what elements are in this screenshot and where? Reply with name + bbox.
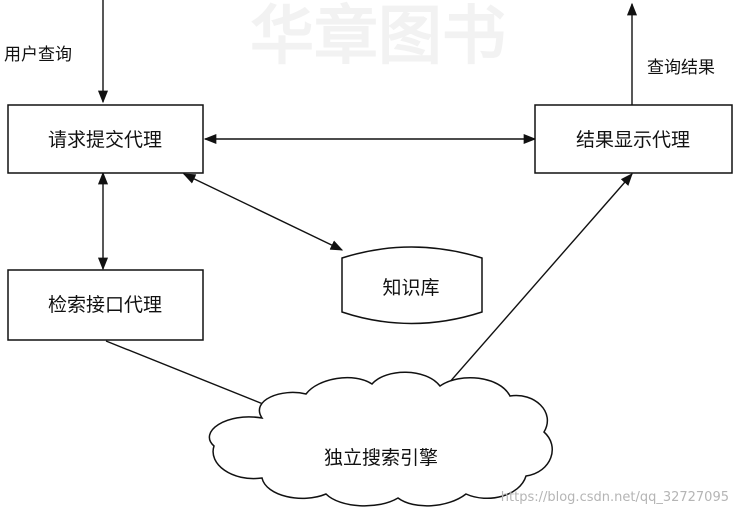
node-search-engine-label: 独立搜索引擎 — [324, 447, 438, 469]
node-search-interface-agent-label: 检索接口代理 — [48, 294, 162, 316]
label-query-result: 查询结果 — [647, 58, 715, 78]
node-request-agent: 请求提交代理 — [7, 104, 204, 174]
node-search-interface-agent: 检索接口代理 — [7, 269, 204, 341]
node-knowledge-base: 知识库 — [341, 246, 483, 325]
edge-engine-to-result — [433, 173, 633, 401]
label-user-query: 用户查询 — [4, 45, 72, 65]
node-result-agent: 结果显示代理 — [534, 104, 733, 174]
node-search-engine: 独立搜索引擎 — [208, 371, 553, 507]
background-logo: 华章图书 — [250, 0, 506, 74]
node-request-agent-label: 请求提交代理 — [48, 129, 162, 151]
node-result-agent-label: 结果显示代理 — [576, 129, 690, 151]
node-knowledge-base-label: 知识库 — [382, 277, 439, 299]
footer-watermark: https://blog.csdn.net/qq_32727095 — [501, 490, 729, 505]
edge-request-to-knowledge — [182, 173, 344, 251]
